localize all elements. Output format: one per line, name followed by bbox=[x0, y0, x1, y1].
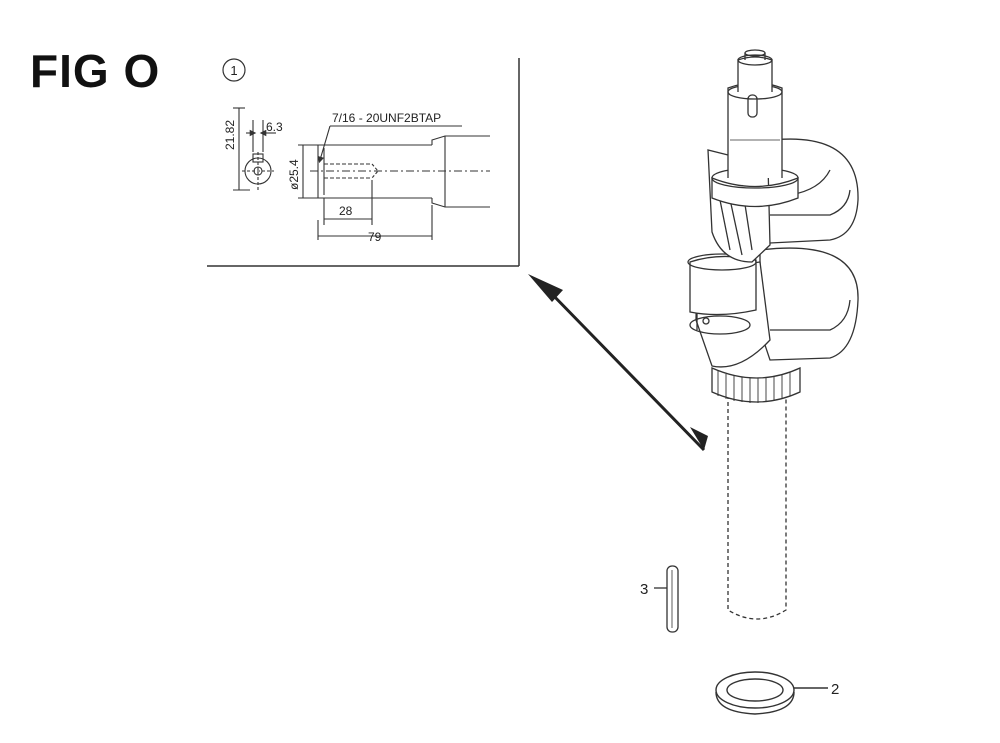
callout-2: 2 bbox=[831, 681, 839, 698]
pointer-arrow bbox=[528, 274, 708, 452]
dim-6-3: 6.3 bbox=[266, 120, 283, 134]
dim-dia-25-4: ø25.4 bbox=[287, 159, 301, 190]
callout-3: 3 bbox=[640, 581, 648, 598]
part-3-key bbox=[654, 565, 679, 633]
shaft-end-view bbox=[233, 107, 276, 191]
figure-title: FIG O bbox=[30, 45, 161, 97]
part-2-washer bbox=[715, 671, 828, 715]
svg-text:1: 1 bbox=[230, 63, 237, 78]
crankshaft bbox=[687, 49, 859, 620]
thread-spec: 7/16 - 20UNF2BTAP bbox=[332, 111, 441, 125]
dim-28: 28 bbox=[339, 204, 353, 218]
dim-21-82: 21.82 bbox=[223, 120, 237, 150]
detail-callout-1: 1 bbox=[222, 58, 246, 82]
shaft-side-view bbox=[298, 125, 490, 240]
detail-inset bbox=[207, 58, 520, 267]
dim-79: 79 bbox=[368, 230, 382, 244]
